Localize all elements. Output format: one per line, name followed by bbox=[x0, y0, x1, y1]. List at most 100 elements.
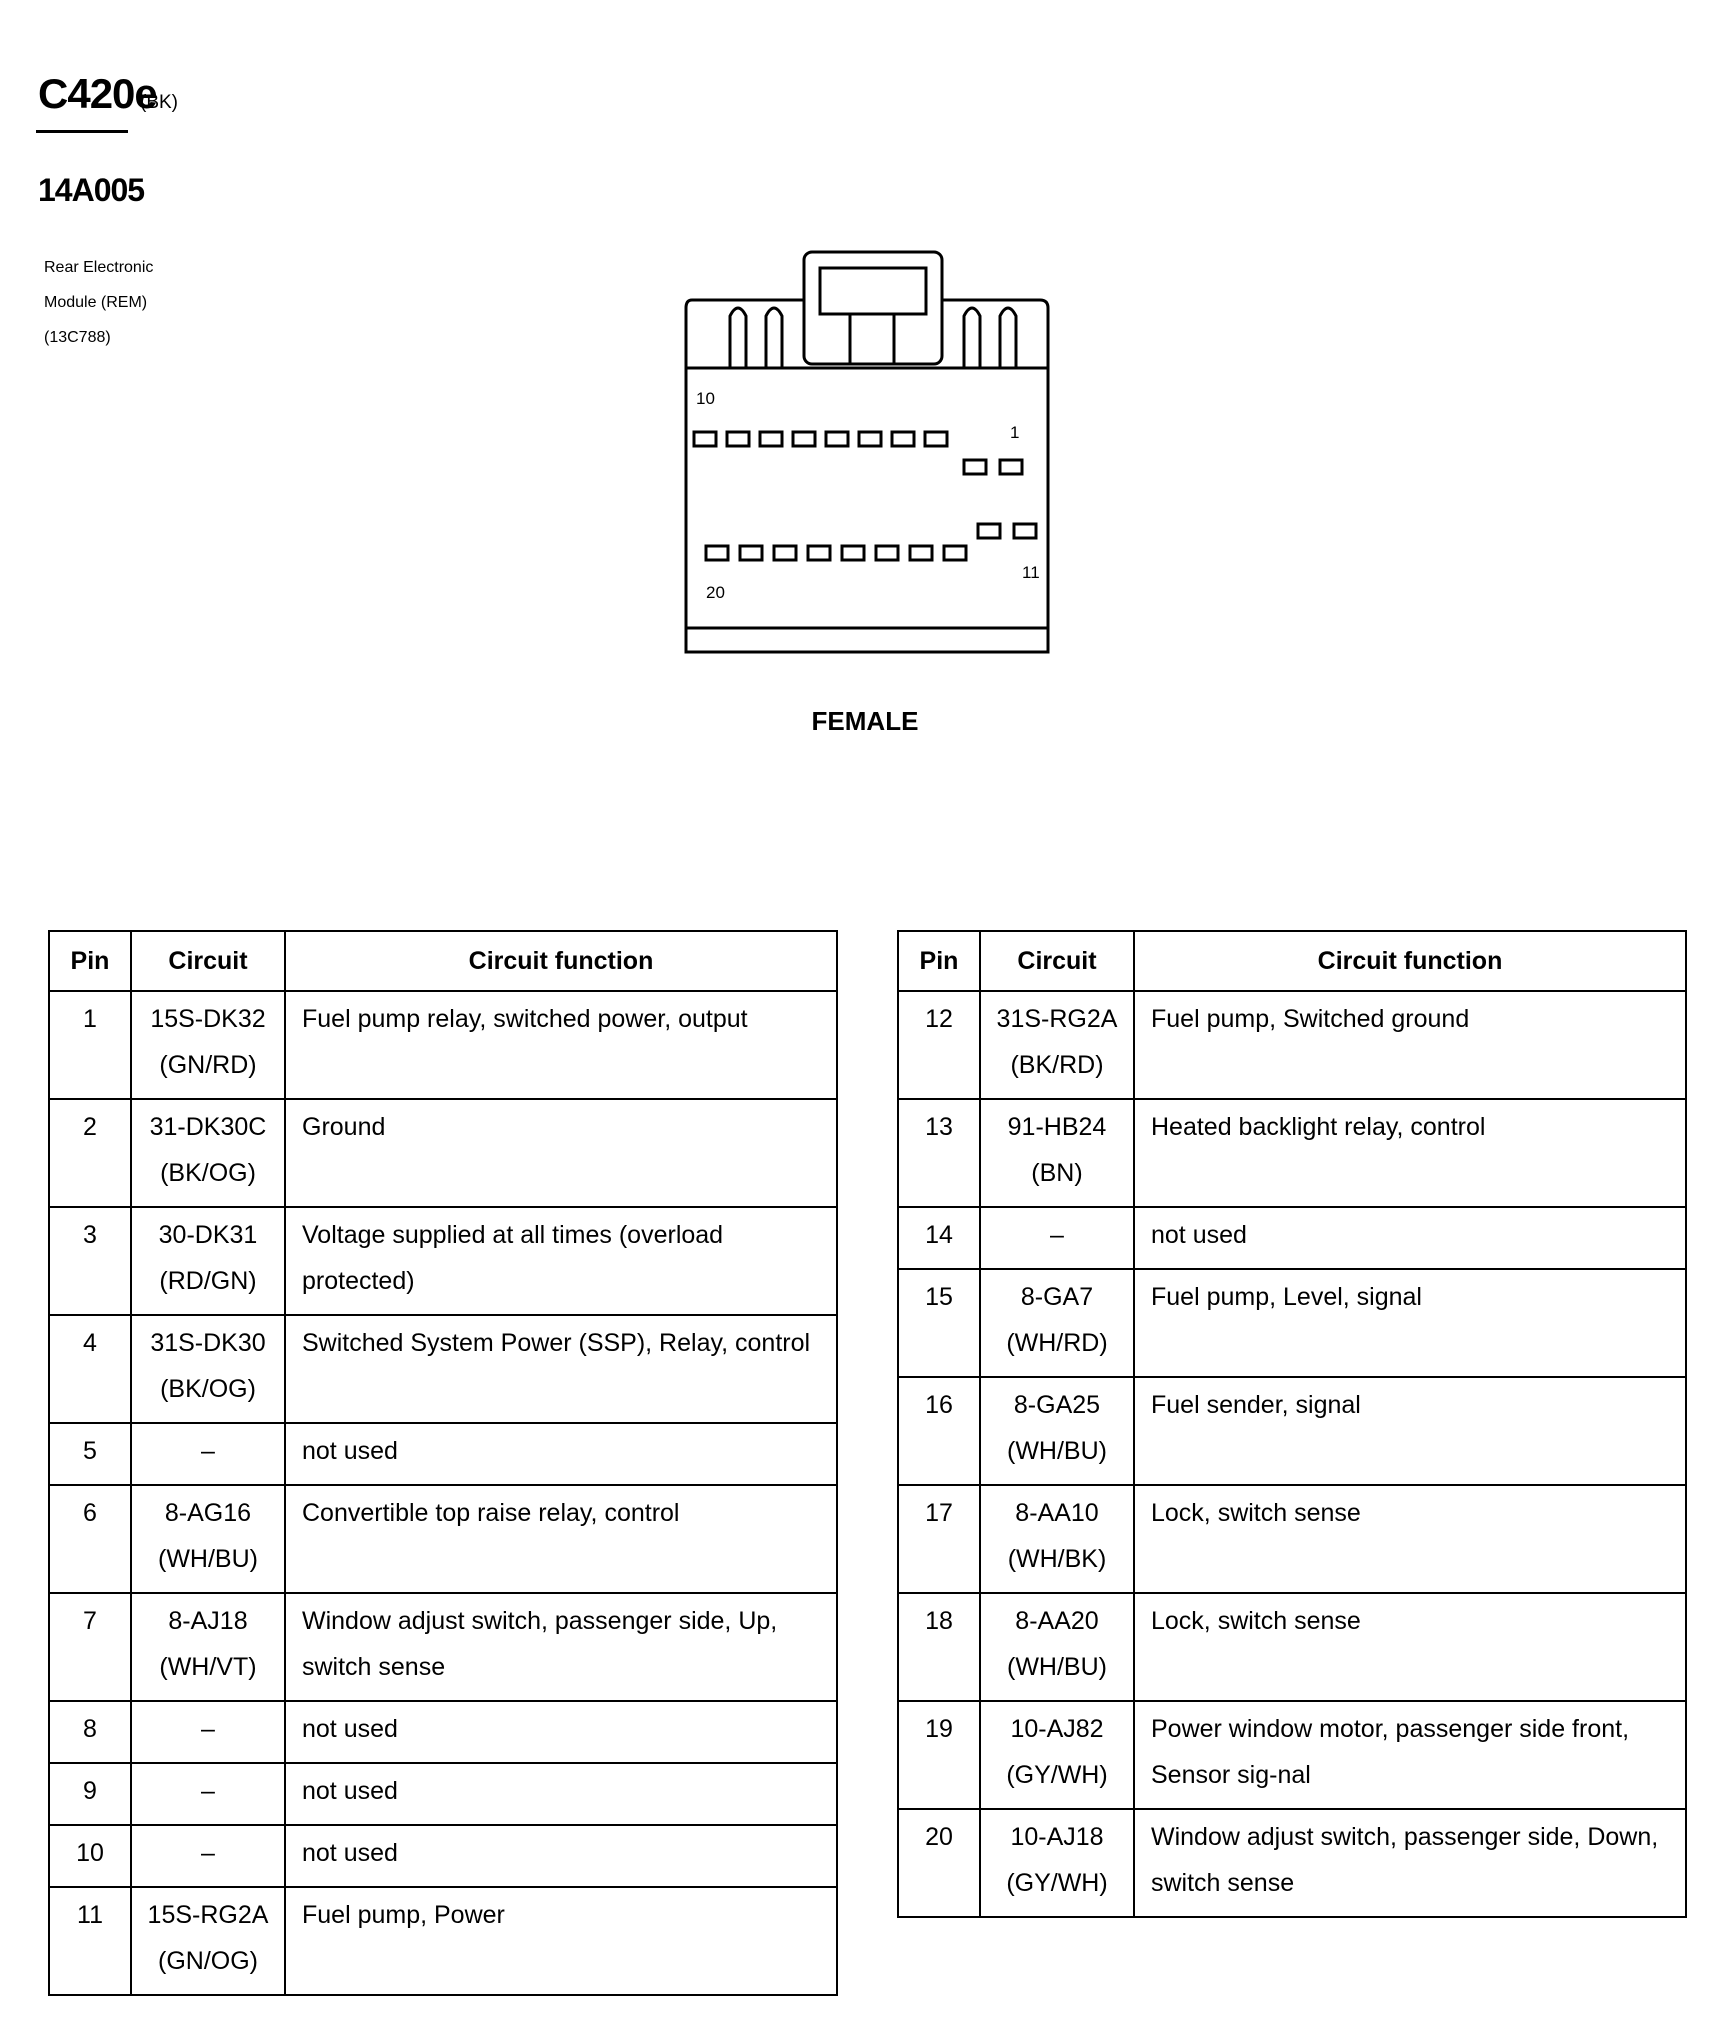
circuit-function: Lock, switch sense bbox=[1133, 1592, 1687, 1702]
pin-cavity-14 bbox=[908, 544, 934, 562]
circuit-code: 91-HB24 (BN) bbox=[979, 1098, 1135, 1208]
circuit-function: Ground bbox=[284, 1098, 838, 1208]
circuit-code: 8-GA25 (WH/BU) bbox=[979, 1376, 1135, 1486]
table-row: 14–not used bbox=[897, 1206, 1687, 1270]
pin-cavity-1 bbox=[998, 458, 1024, 476]
rib bbox=[962, 306, 982, 368]
pin-label-1: 1 bbox=[1010, 423, 1019, 442]
pin-cavity-9 bbox=[725, 430, 751, 448]
circuit-code: 8-AA20 (WH/BU) bbox=[979, 1592, 1135, 1702]
latch-window bbox=[818, 266, 928, 316]
circuit-function: Switched System Power (SSP), Relay, cont… bbox=[284, 1314, 838, 1424]
circuit-function: Heated backlight relay, control bbox=[1133, 1098, 1687, 1208]
pin-cavity-5 bbox=[857, 430, 883, 448]
circuit-code: – bbox=[130, 1762, 286, 1826]
pin-cavity-10 bbox=[692, 430, 718, 448]
table-row: 8–not used bbox=[48, 1700, 838, 1764]
column-header-circuit: Circuit bbox=[979, 930, 1135, 992]
circuit-code: 8-AG16 (WH/BU) bbox=[130, 1484, 286, 1594]
pin-number: 2 bbox=[48, 1098, 132, 1208]
pin-cavity-20 bbox=[704, 544, 730, 562]
pin-number: 10 bbox=[48, 1824, 132, 1888]
pin-cavity-13 bbox=[942, 544, 968, 562]
circuit-function: not used bbox=[284, 1824, 838, 1888]
circuit-function: Fuel pump, Power bbox=[284, 1886, 838, 1996]
pin-number: 7 bbox=[48, 1592, 132, 1702]
circuit-code: – bbox=[979, 1206, 1135, 1270]
circuit-code: 15S-DK32 (GN/RD) bbox=[130, 990, 286, 1100]
pin-number: 1 bbox=[48, 990, 132, 1100]
connector-body bbox=[684, 298, 1050, 654]
circuit-code: 31S-RG2A (BK/RD) bbox=[979, 990, 1135, 1100]
pin-number: 3 bbox=[48, 1206, 132, 1316]
description-line-2: Module (REM) bbox=[44, 294, 148, 311]
rib bbox=[998, 306, 1018, 368]
pin-cavity-19 bbox=[738, 544, 764, 562]
pin-number: 14 bbox=[897, 1206, 981, 1270]
circuit-code: 10-AJ18 (GY/WH) bbox=[979, 1808, 1135, 1918]
circuit-code: 10-AJ82 (GY/WH) bbox=[979, 1700, 1135, 1810]
column-header-pin: Pin bbox=[48, 930, 132, 992]
circuit-code: 8-AA10 (WH/BK) bbox=[979, 1484, 1135, 1594]
pin-number: 5 bbox=[48, 1422, 132, 1486]
pin-number: 4 bbox=[48, 1314, 132, 1424]
pin-number: 12 bbox=[897, 990, 981, 1100]
pin-cavity-2 bbox=[962, 458, 988, 476]
pin-number: 18 bbox=[897, 1592, 981, 1702]
pin-cavity-17 bbox=[806, 544, 832, 562]
connector-color: (BK) bbox=[140, 92, 178, 113]
pin-cavity-11 bbox=[1012, 522, 1038, 540]
pin-cavity-15 bbox=[874, 544, 900, 562]
circuit-function: Window adjust switch, passenger side, Do… bbox=[1133, 1808, 1687, 1918]
pin-label-11: 11 bbox=[1022, 563, 1040, 582]
latch-tab bbox=[848, 312, 896, 366]
table-header-row: Pin Circuit Circuit function bbox=[897, 930, 1687, 992]
column-header-circuit: Circuit bbox=[130, 930, 286, 992]
circuit-code: 8-AJ18 (WH/VT) bbox=[130, 1592, 286, 1702]
table-row: 9–not used bbox=[48, 1762, 838, 1826]
part-number: 14A005 bbox=[38, 172, 145, 208]
pin-cavity-6 bbox=[824, 430, 850, 448]
pin-number: 9 bbox=[48, 1762, 132, 1826]
connector-face-diagram: 10 1 20 11 bbox=[684, 250, 1050, 654]
column-header-pin: Pin bbox=[897, 930, 981, 992]
circuit-code: – bbox=[130, 1824, 286, 1888]
pin-cavity-3 bbox=[923, 430, 949, 448]
column-header-function: Circuit function bbox=[1133, 930, 1687, 992]
pin-number: 6 bbox=[48, 1484, 132, 1594]
circuit-code: – bbox=[130, 1700, 286, 1764]
table-row: 10–not used bbox=[48, 1824, 838, 1888]
table-header-row: Pin Circuit Circuit function bbox=[48, 930, 838, 992]
pin-number: 20 bbox=[897, 1808, 981, 1918]
pin-cavity-18 bbox=[772, 544, 798, 562]
circuit-function: Window adjust switch, passenger side, Up… bbox=[284, 1592, 838, 1702]
circuit-function: not used bbox=[284, 1700, 838, 1764]
cavity-row-top bbox=[692, 430, 1024, 476]
gender-label: FEMALE bbox=[811, 706, 919, 736]
pin-number: 13 bbox=[897, 1098, 981, 1208]
pin-label-10: 10 bbox=[696, 389, 715, 408]
pin-number: 11 bbox=[48, 1886, 132, 1996]
circuit-code: – bbox=[130, 1422, 286, 1486]
pin-cavity-12 bbox=[976, 522, 1002, 540]
module-description: Rear Electronic Module (REM) (13C788) bbox=[44, 250, 153, 355]
pin-cavity-16 bbox=[840, 544, 866, 562]
pin-cavity-4 bbox=[890, 430, 916, 448]
description-line-3: (13C788) bbox=[44, 329, 111, 346]
circuit-code: 31S-DK30 (BK/OG) bbox=[130, 1314, 286, 1424]
pin-number: 8 bbox=[48, 1700, 132, 1764]
